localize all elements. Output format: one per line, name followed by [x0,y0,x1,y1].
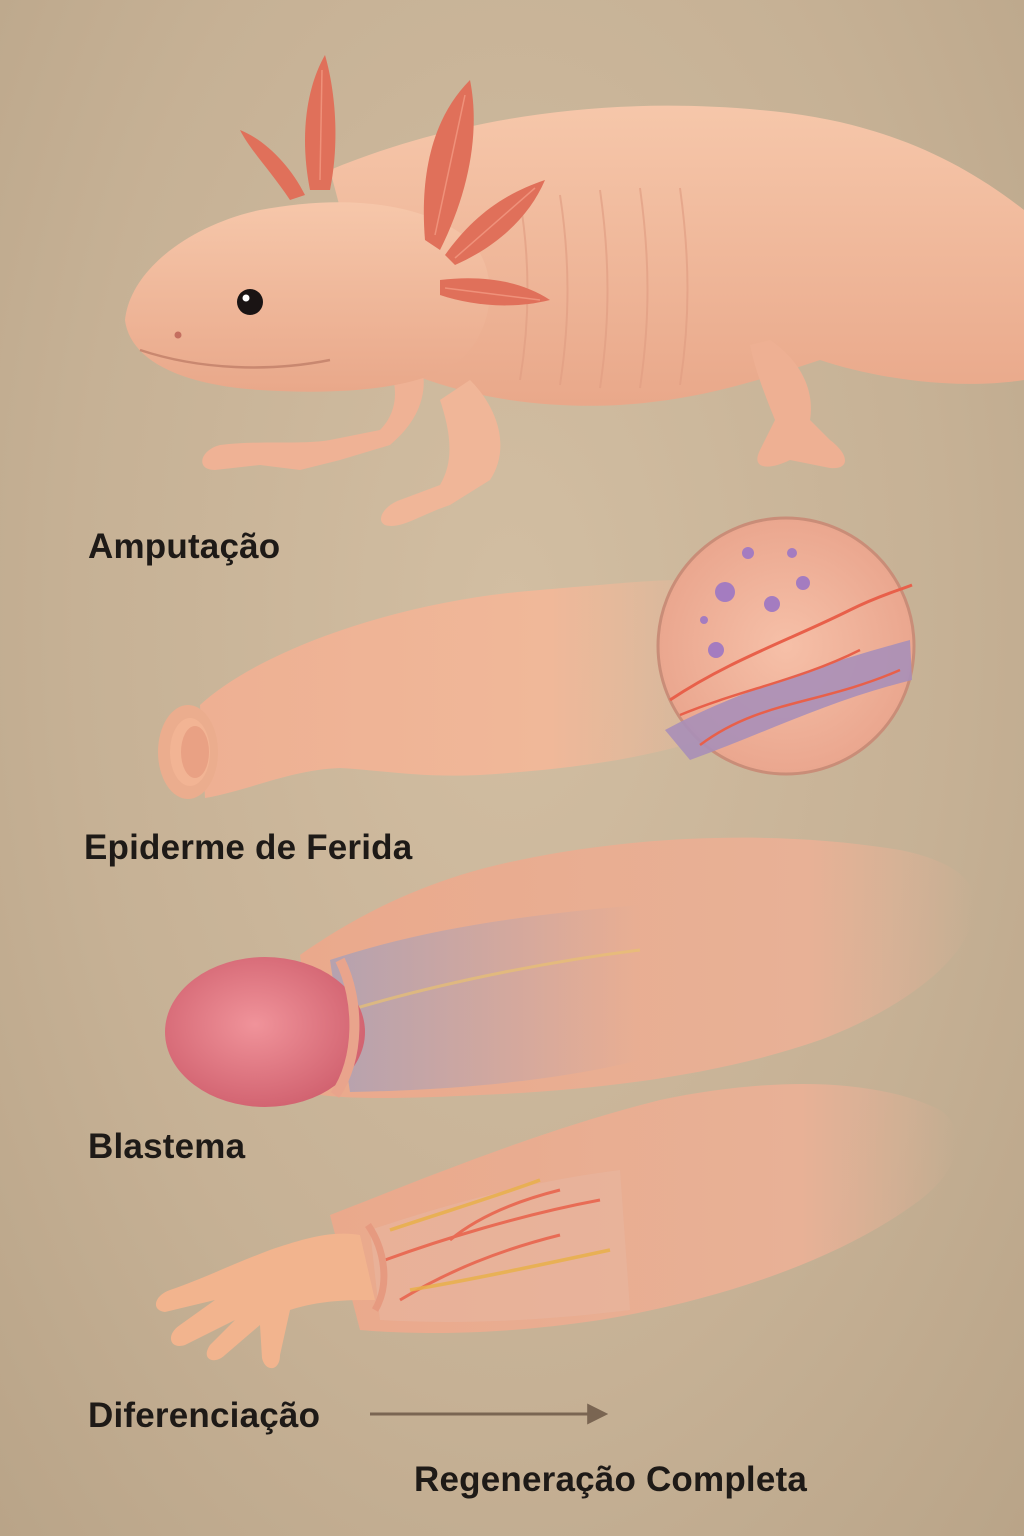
magnified-tissue-inset [656,516,916,776]
stage-label-blastema: Blastema [88,1127,246,1166]
differentiating-limb [155,1083,958,1369]
stage-label-amputation: Amputação [88,527,281,566]
final-label-complete-regeneration: Regeneração Completa [414,1460,808,1499]
stage-label-wound-epidermis: Epiderme de Ferida [84,828,413,867]
blastema-limb [165,837,976,1107]
axolotl [125,55,1024,526]
wound-limb [158,580,700,799]
stage-label-differentiation: Diferenciação [88,1396,321,1435]
